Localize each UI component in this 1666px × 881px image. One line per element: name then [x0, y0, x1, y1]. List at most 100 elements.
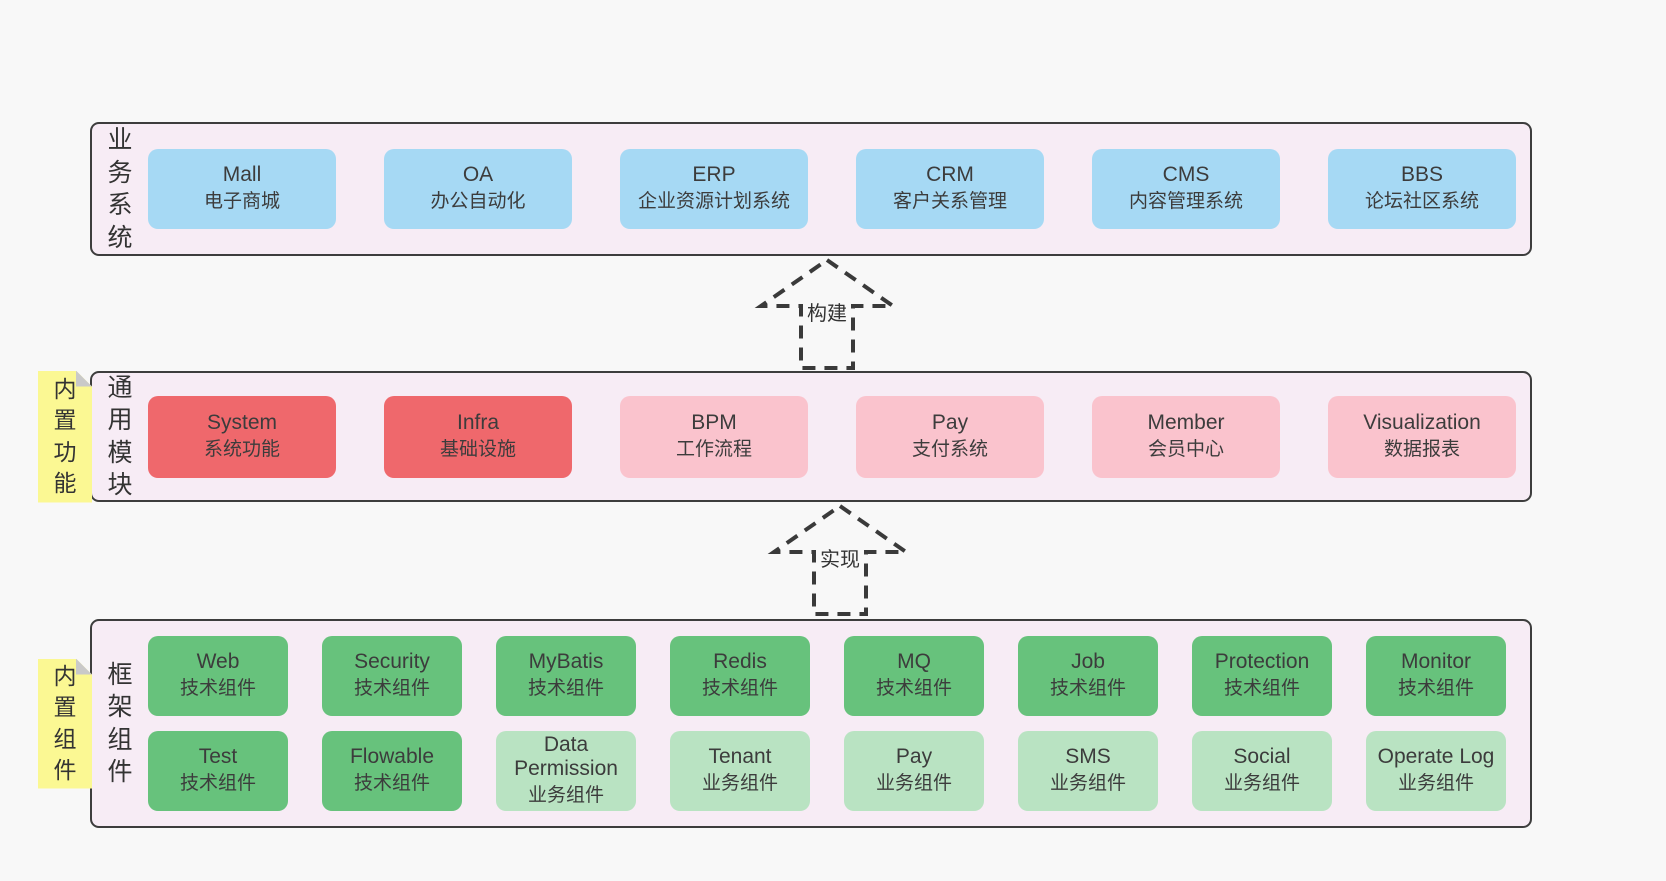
- box-name: OA: [462, 163, 494, 187]
- box-name: Redis: [713, 650, 767, 674]
- box-name: SMS: [1065, 745, 1111, 769]
- vertical-char: 通: [107, 373, 133, 402]
- box-name: BPM: [691, 410, 737, 434]
- box-name: Flowable: [349, 745, 435, 769]
- box-row: Test 技术组件 Flowable 技术组件 Data Permission 业务组件 T…: [148, 731, 1530, 811]
- box-name: MQ: [897, 650, 931, 674]
- box-desc: 客户关系管理: [892, 191, 1007, 213]
- box-desc: 技术组件: [875, 678, 952, 700]
- component-box-mq: MQ 技术组件: [844, 636, 984, 716]
- component-box-social: Social 业务组件: [1192, 731, 1332, 811]
- box-desc: 技术组件: [179, 773, 256, 795]
- vertical-char: 件: [107, 758, 133, 786]
- dashed-up-arrow-icon: [767, 503, 913, 616]
- component-box-test: Test 技术组件: [148, 731, 288, 811]
- box-desc: 技术组件: [527, 678, 604, 700]
- vertical-char: 系: [107, 191, 133, 219]
- component-box-sms: SMS 业务组件: [1018, 731, 1158, 811]
- layer-label-business-systems: 业务系统: [92, 124, 148, 254]
- box-desc: 业务组件: [875, 773, 952, 795]
- implement-arrow: 实现: [760, 502, 920, 618]
- box-name: Web: [196, 650, 240, 674]
- vertical-char: 置: [53, 694, 77, 721]
- box-name: Operate Log: [1377, 745, 1495, 769]
- box-desc: 办公自动化: [430, 191, 526, 213]
- component-box-redis: Redis 技术组件: [670, 636, 810, 716]
- note-fold-corner-icon: [76, 371, 92, 387]
- component-box-cms: CMS 内容管理系统: [1092, 149, 1280, 229]
- box-name: System: [206, 410, 277, 434]
- build-arrow: 构建: [747, 256, 907, 372]
- box-desc: 系统功能: [203, 438, 280, 460]
- box-desc: 工作流程: [675, 438, 752, 460]
- box-desc: 技术组件: [1397, 678, 1474, 700]
- component-box-monitor: Monitor 技术组件: [1366, 636, 1506, 716]
- vertical-char: 务: [107, 158, 133, 187]
- box-name: MyBatis: [528, 650, 604, 674]
- component-box-security: Security 技术组件: [322, 636, 462, 716]
- vertical-char: 组: [107, 725, 133, 754]
- box-desc: 技术组件: [701, 678, 778, 700]
- box-name: CRM: [926, 163, 974, 187]
- vertical-char: 块: [107, 471, 133, 499]
- component-box-data-permission: Data Permission 业务组件: [496, 731, 636, 811]
- vertical-char: 件: [53, 756, 77, 783]
- box-desc: 内容管理系统: [1128, 191, 1243, 213]
- component-box-oa: OA 办公自动化: [384, 149, 572, 229]
- component-box-job: Job 技术组件: [1018, 636, 1158, 716]
- component-box-bpm: BPM 工作流程: [620, 395, 808, 478]
- component-box-mybatis: MyBatis 技术组件: [496, 636, 636, 716]
- component-box-operate-log: Operate Log 业务组件: [1366, 731, 1506, 811]
- box-name: Member: [1147, 410, 1225, 434]
- box-desc: 企业资源计划系统: [637, 191, 790, 213]
- box-name: CMS: [1162, 163, 1210, 187]
- box-desc: 业务组件: [1397, 773, 1474, 795]
- box-name: Data Permission: [514, 733, 618, 781]
- build-arrow-label: 构建: [804, 296, 850, 327]
- component-box-system: System 系统功能: [148, 395, 336, 478]
- sticky-note-built-in-features: 内置功能: [38, 371, 92, 503]
- box-desc: 技术组件: [353, 678, 430, 700]
- box-desc: 业务组件: [527, 785, 604, 807]
- box-name: Mall: [222, 163, 262, 187]
- box-name: Visualization: [1363, 410, 1481, 434]
- layer-label-framework-components: 框架组件: [92, 659, 148, 789]
- box-name: Security: [354, 650, 430, 674]
- vertical-char: 用: [107, 406, 133, 434]
- box-desc: 技术组件: [179, 678, 256, 700]
- vertical-char: 功: [53, 438, 77, 465]
- sticky-note-built-in-components: 内置组件: [38, 659, 92, 789]
- box-name: Monitor: [1400, 650, 1472, 674]
- vertical-char: 内: [53, 376, 77, 403]
- sticky-note-text: 内置功能: [54, 374, 77, 498]
- box-desc: 技术组件: [1049, 678, 1126, 700]
- vertical-char: 置: [53, 407, 77, 434]
- box-name: Pay: [931, 410, 969, 434]
- vertical-char: 统: [107, 223, 133, 252]
- box-name: Test: [198, 745, 238, 769]
- box-desc: 业务组件: [1049, 773, 1126, 795]
- vertical-char: 组: [53, 725, 77, 752]
- vertical-char: 架: [107, 693, 133, 721]
- box-name: Protection: [1214, 650, 1310, 674]
- box-desc: 业务组件: [1223, 773, 1300, 795]
- box-name: Job: [1071, 650, 1105, 674]
- box-name: Social: [1233, 745, 1291, 769]
- box-name: Tenant: [708, 745, 772, 769]
- box-desc: 支付系统: [911, 438, 988, 460]
- dashed-up-arrow-icon: [754, 257, 900, 370]
- vertical-char: 内: [53, 663, 77, 690]
